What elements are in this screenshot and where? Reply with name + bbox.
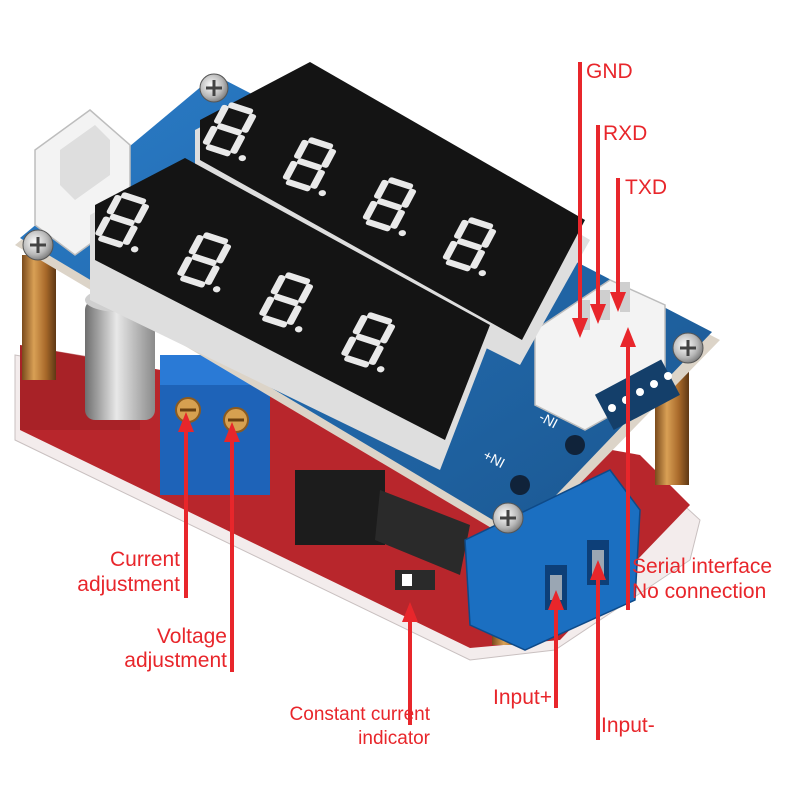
gnd-arrowhead [572, 318, 588, 338]
gnd-label: GND [586, 60, 633, 83]
current-arrowhead [178, 412, 194, 432]
board-mark-in-minus: -NI [537, 409, 561, 432]
current-adjustment-label-line2: adjustment [77, 573, 180, 596]
serial-interface-label-line2: No connection [632, 580, 767, 603]
current-adjustment-label-line1: Current [109, 548, 180, 571]
display-top [195, 62, 590, 365]
constant-current-label-line2: indicator [358, 728, 430, 749]
txd-label: TXD [625, 176, 667, 199]
input-plus-label: Input+ [493, 686, 552, 709]
rxd-label: RXD [603, 122, 648, 145]
annotation-arrows [178, 62, 636, 740]
serial-arrowhead [620, 327, 636, 347]
constant-current-arrowhead [402, 602, 418, 622]
voltage-adjustment-label-line2: adjustment [124, 649, 227, 672]
txd-arrowhead [610, 292, 626, 312]
serial-interface-label-line1: Serial interface [632, 555, 773, 578]
voltage-arrowhead [224, 422, 240, 442]
input-minus-label: Input- [601, 714, 655, 737]
rxd-arrowhead [590, 304, 606, 324]
screws [22, 73, 704, 534]
voltage-adjustment-label-line1: Voltage [156, 625, 227, 648]
input-minus-arrowhead [590, 560, 606, 580]
input-plus-arrowhead [548, 590, 564, 610]
constant-current-label-line1: Constant current [289, 704, 430, 725]
